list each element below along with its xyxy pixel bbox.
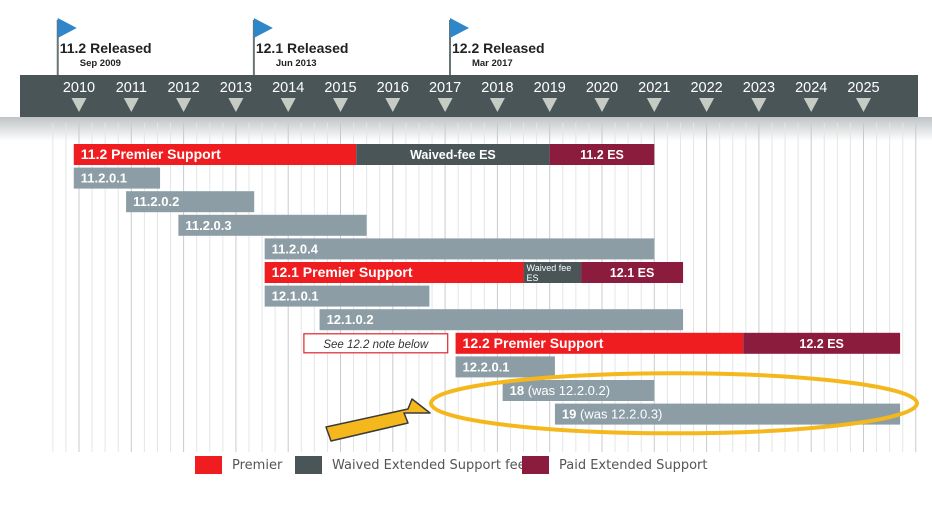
bar-label: Waived-fee ES — [410, 148, 496, 162]
bar-release — [264, 238, 655, 260]
axis-shadow — [0, 117, 932, 141]
note-text: See 12.2 note below — [323, 339, 429, 351]
x-tick-marker — [594, 98, 610, 112]
callout-ellipse — [429, 371, 919, 436]
legend-label-premier: Premier — [232, 457, 283, 473]
milestone-date: Jun 2013 — [276, 58, 317, 69]
x-tick-marker — [803, 98, 819, 112]
x-tick-marker — [856, 98, 871, 112]
x-tick-label: 2022 — [690, 80, 722, 96]
bar-label: 11.2.0.4 — [272, 241, 319, 256]
bar-release — [264, 285, 430, 307]
x-tick-label: 2024 — [795, 80, 827, 96]
bar-premier — [264, 262, 524, 283]
bar-label-suffix: (was 12.2.0.3) — [576, 407, 662, 422]
bar-premier — [455, 332, 744, 354]
x-tick-marker — [437, 98, 453, 112]
x-tick-marker — [542, 98, 558, 112]
x-tick-label: 2012 — [167, 80, 199, 96]
x-tick-label: 2018 — [481, 80, 513, 96]
milestone-title: 12.1 Released — [256, 40, 349, 56]
x-tick-label: 2013 — [220, 80, 252, 96]
legend-item-waived: Waived Extended Support fee — [295, 456, 526, 474]
bar-release — [502, 380, 655, 401]
milestone-date: Sep 2009 — [80, 58, 121, 69]
x-tick-label: 2021 — [638, 80, 670, 96]
bar-label: 12.1.0.1 — [272, 289, 319, 304]
bar-label: 11.2.0.3 — [185, 218, 231, 233]
legend-item-premier: Premier — [195, 456, 282, 474]
bar-label-suffix: (was 12.2.0.2) — [524, 383, 610, 398]
x-tick-label: 2017 — [429, 80, 461, 96]
x-tick-marker — [751, 98, 767, 112]
x-tick-label: 2025 — [847, 80, 879, 96]
flag-icon — [253, 18, 273, 38]
milestone-title: 12.2 Released — [452, 40, 545, 56]
bar-release — [455, 356, 555, 378]
axis-band — [20, 75, 918, 117]
bar-label: 12.2.0.1 — [463, 359, 510, 374]
bar-paid — [581, 262, 684, 283]
bar-label: 18 (was 12.2.0.2) — [510, 383, 610, 398]
x-tick-label: 2010 — [63, 80, 95, 96]
x-tick-marker — [333, 98, 348, 112]
bar-release — [126, 191, 255, 213]
bar-label: 11.2.0.1 — [81, 171, 127, 186]
chart-legend: Premier Waived Extended Support fee Paid… — [0, 456, 932, 478]
bar-label-line: Waived fee — [527, 263, 572, 273]
x-tick-label: 2011 — [116, 80, 147, 96]
milestone-date: Mar 2017 — [472, 58, 513, 69]
x-tick-marker — [123, 98, 139, 112]
bar-label: 11.2.0.2 — [133, 194, 179, 209]
legend-label-waived: Waived Extended Support fee — [332, 457, 526, 473]
bar-waived — [356, 144, 550, 165]
bar-label-line: ES — [527, 273, 539, 283]
bar-waived — [523, 262, 582, 283]
legend-label-paid: Paid Extended Support — [559, 457, 708, 473]
x-tick-marker — [176, 98, 192, 112]
bar-paid — [549, 144, 655, 165]
bar-label: 12.1.0.2 — [327, 312, 374, 327]
bar-release — [319, 309, 684, 331]
x-tick-marker — [646, 98, 662, 112]
x-tick-label: 2015 — [324, 80, 356, 96]
bar-release — [178, 214, 367, 236]
legend-item-paid: Paid Extended Support — [522, 456, 707, 474]
bar-label: 11.2 ES — [580, 148, 624, 162]
grid-lines — [52, 123, 917, 452]
x-tick-label: 2023 — [743, 80, 775, 96]
milestone-title: 11.2 Released — [60, 40, 152, 56]
bar-label: 12.1 ES — [610, 266, 654, 280]
bar-release — [73, 167, 161, 189]
x-tick-marker — [385, 98, 401, 112]
bar-label: 12.1 Premier Support — [272, 264, 413, 280]
x-tick-label: 2016 — [377, 80, 409, 96]
x-tick-marker — [489, 98, 505, 112]
legend-swatch-premier — [195, 456, 222, 474]
x-tick-marker — [71, 98, 87, 112]
flag-icon — [449, 18, 469, 38]
bar-label: 11.2 Premier Support — [81, 146, 221, 162]
x-tick-label: 2014 — [272, 80, 304, 96]
x-tick-label: 2019 — [534, 80, 566, 96]
callout-arrow-icon — [325, 398, 431, 442]
bar-label: 19 (was 12.2.0.3) — [562, 407, 662, 422]
flag-icon — [57, 18, 77, 38]
bar-release — [554, 403, 901, 425]
x-tick-marker — [280, 98, 296, 112]
x-tick-marker — [228, 98, 244, 112]
bar-label: 12.2 Premier Support — [463, 335, 604, 351]
note-box — [303, 333, 449, 354]
x-tick-marker — [699, 98, 715, 112]
bar-label: 12.2 ES — [799, 337, 843, 351]
bar-premier — [73, 144, 357, 165]
legend-swatch-waived — [295, 456, 322, 474]
legend-swatch-paid — [522, 456, 549, 474]
bar-paid — [743, 332, 901, 354]
x-tick-label: 2020 — [586, 80, 618, 96]
